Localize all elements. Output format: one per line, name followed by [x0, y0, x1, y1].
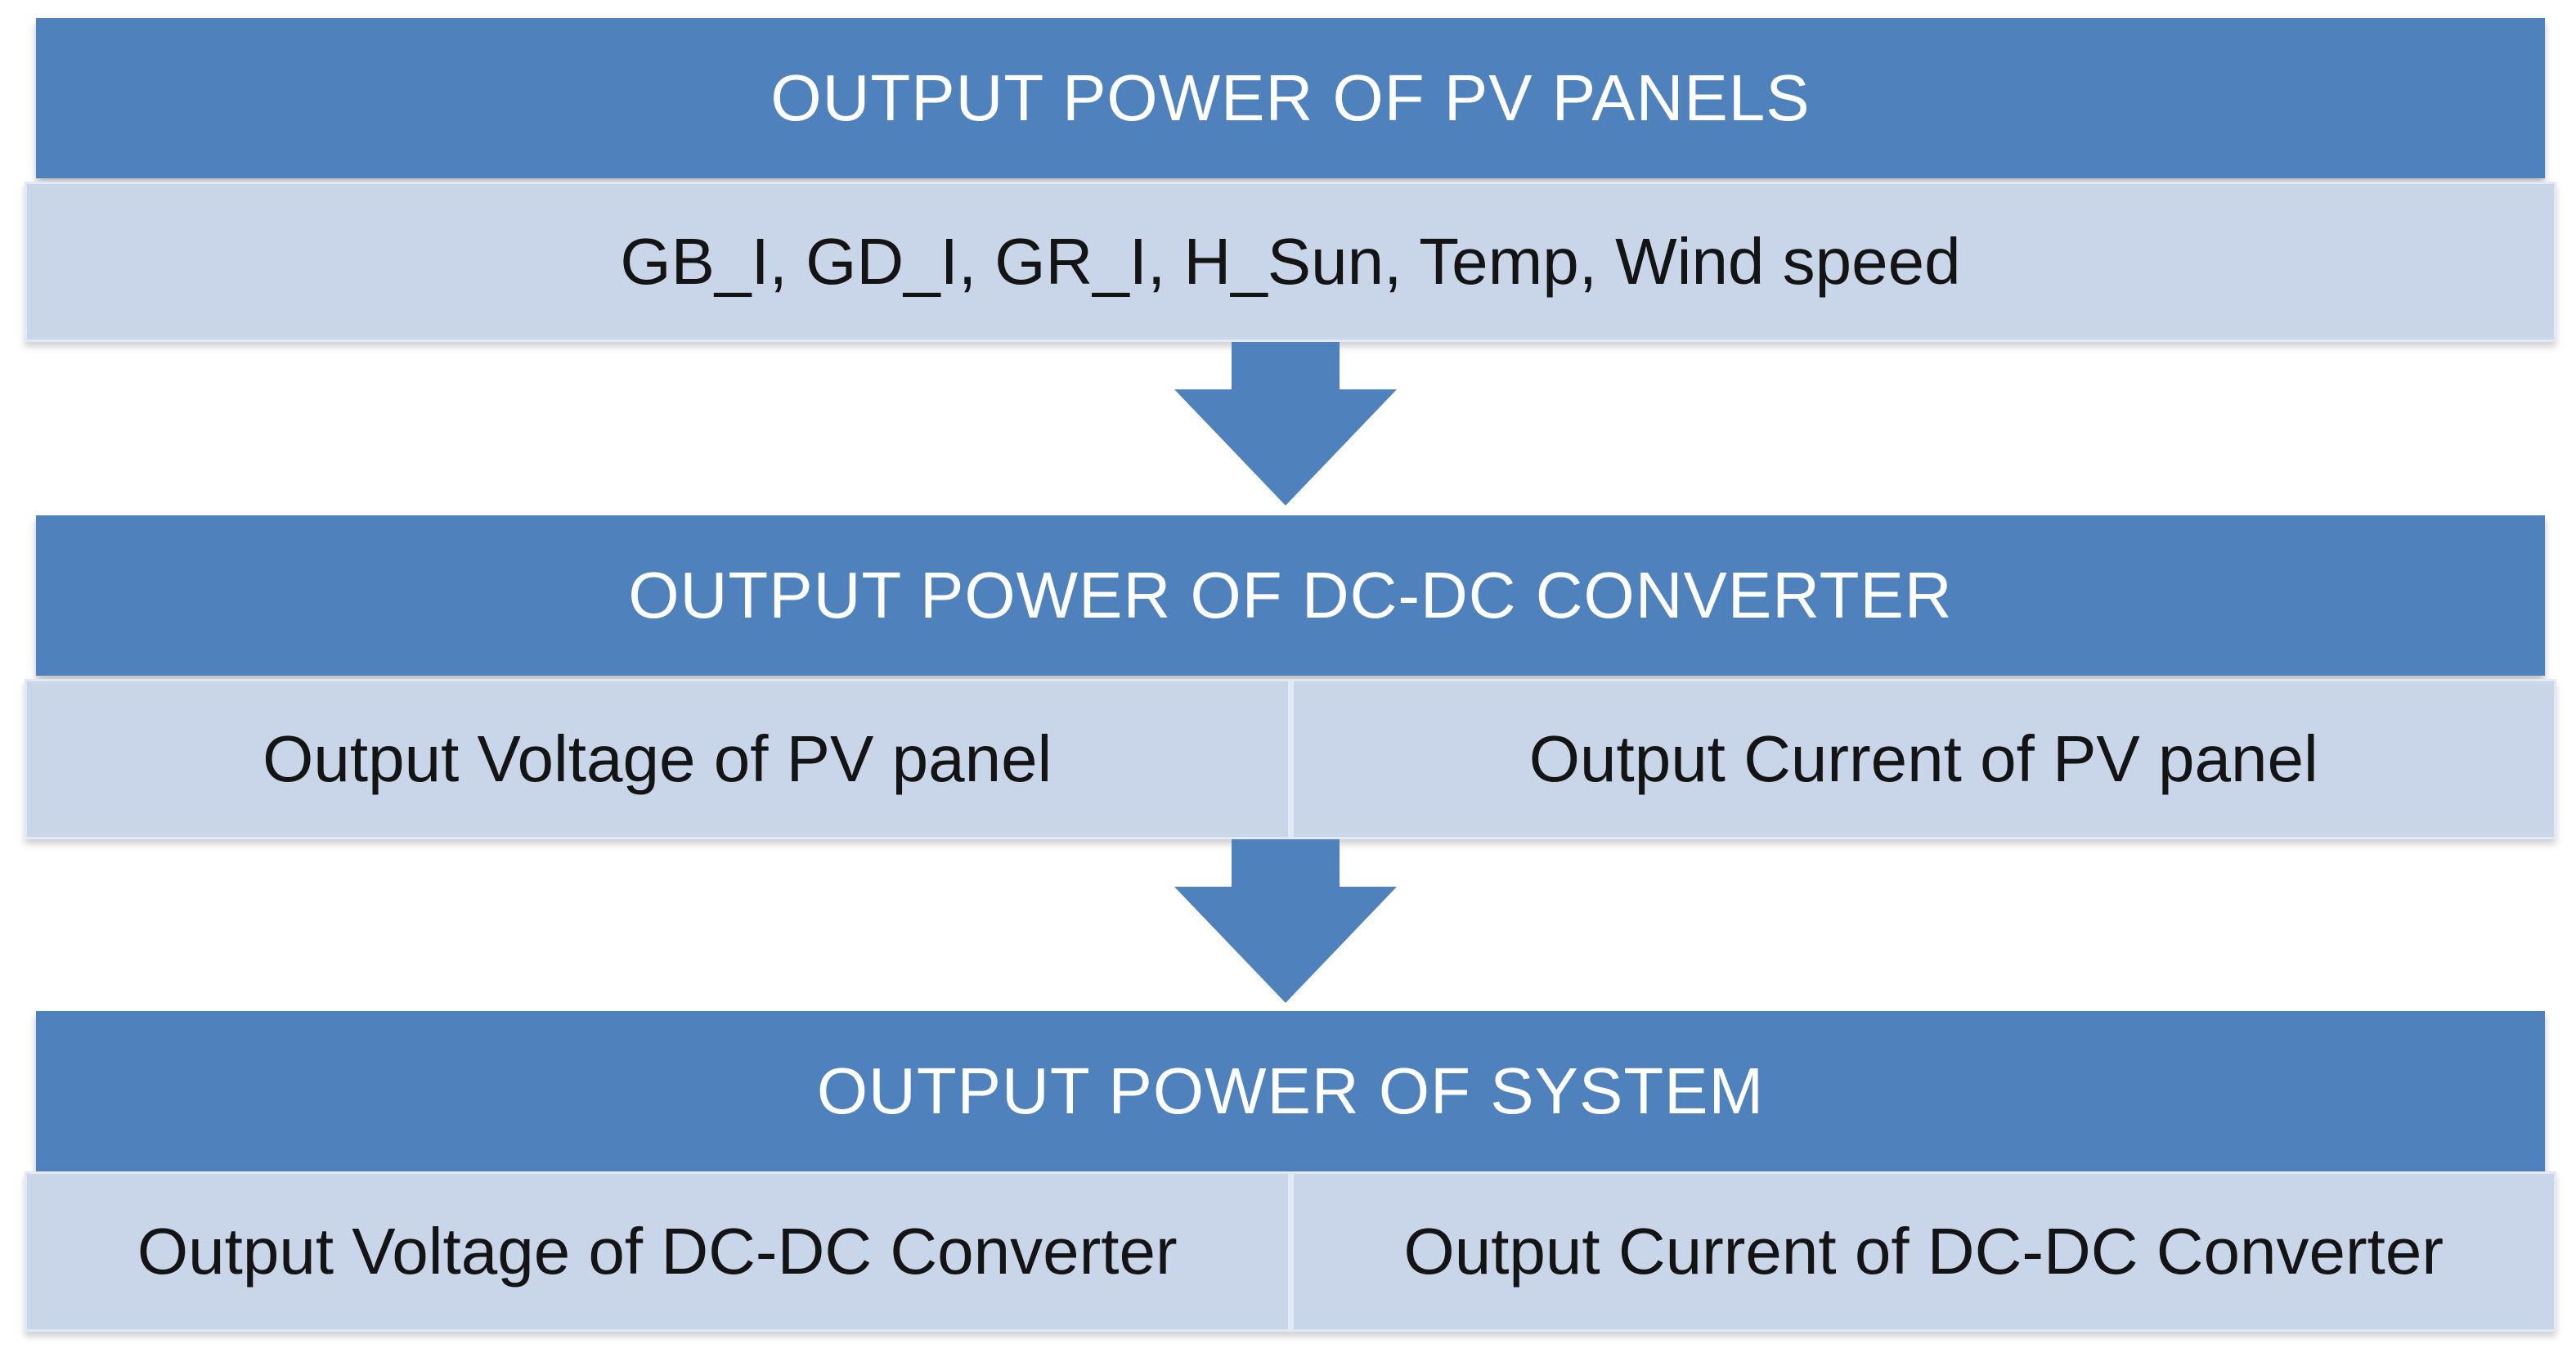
- stage-3-title: OUTPUT POWER OF SYSTEM: [36, 1011, 2545, 1171]
- stage-1-inputs: GB_I, GD_I, GR_I, H_Sun, Temp, Wind spee…: [25, 182, 2556, 342]
- stage-2-inputs: Output Voltage of PV panel Output Curren…: [25, 679, 2556, 839]
- stage-3-inputs: Output Voltage of DC-DC Converter Output…: [25, 1171, 2556, 1332]
- stage-2-title: OUTPUT POWER OF DC-DC CONVERTER: [36, 515, 2545, 676]
- stage-2-input-voltage: Output Voltage of PV panel: [25, 679, 1290, 839]
- down-arrow-icon: [1174, 839, 1397, 1003]
- stage-3-input-voltage: Output Voltage of DC-DC Converter: [25, 1171, 1290, 1332]
- stage-1-title: OUTPUT POWER OF PV PANELS: [36, 18, 2545, 178]
- stage-2-input-current: Output Current of PV panel: [1290, 679, 2556, 839]
- stage-1-input-list: GB_I, GD_I, GR_I, H_Sun, Temp, Wind spee…: [25, 182, 2556, 342]
- down-arrow-icon: [1174, 342, 1397, 506]
- stage-3-input-current: Output Current of DC-DC Converter: [1290, 1171, 2556, 1332]
